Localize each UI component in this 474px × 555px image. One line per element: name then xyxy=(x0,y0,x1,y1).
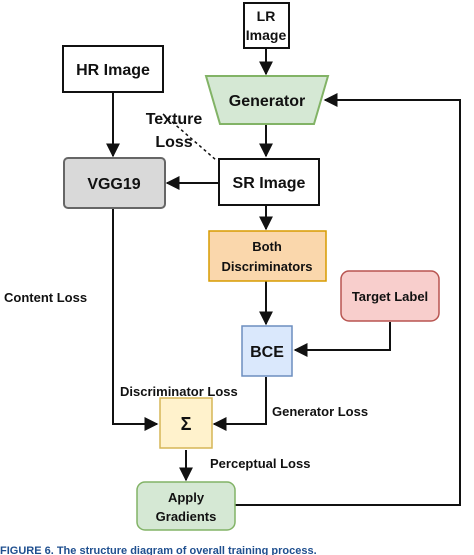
node-label: VGG19 xyxy=(87,176,140,193)
node-vgg19: VGG19 xyxy=(63,157,166,209)
edges xyxy=(106,48,461,506)
node-apply-gradients: Apply Gradients xyxy=(136,481,236,531)
node-label: Discriminators xyxy=(221,259,312,274)
sum-symbol: Σ xyxy=(181,414,192,434)
texture-loss-label: Texture xyxy=(146,111,203,128)
node-label: Target Label xyxy=(352,289,428,304)
content-loss-label: Content Loss xyxy=(4,290,87,305)
edge-target-to-bce xyxy=(293,322,391,357)
node-label: BCE xyxy=(250,344,284,361)
diagram-svg: LR Image HR Image Generator VGG19 SR Ima… xyxy=(4,2,461,531)
node-target-label: Target Label xyxy=(340,270,440,322)
node-label: SR Image xyxy=(233,175,306,192)
node-lr-image: LR Image xyxy=(243,2,290,49)
node-hr-image: HR Image xyxy=(62,45,164,93)
edge-labels: Texture Loss Content Loss Discriminator … xyxy=(4,111,368,471)
node-label: Both xyxy=(252,239,282,254)
node-label: LR xyxy=(257,8,276,24)
node-bce: BCE xyxy=(241,325,293,377)
edge-apply-to-generator xyxy=(235,93,461,506)
node-label: Image xyxy=(246,27,287,43)
figure-caption: FIGURE 6. The structure diagram of overa… xyxy=(0,545,317,555)
node-label: Generator xyxy=(229,93,305,110)
discriminator-loss-label: Discriminator Loss xyxy=(120,384,238,399)
texture-loss-label: Loss xyxy=(155,134,192,151)
node-label: Apply xyxy=(168,490,205,505)
node-label: HR Image xyxy=(76,62,150,79)
node-generator: Generator xyxy=(204,75,330,125)
edge-bce-to-sum xyxy=(212,377,267,431)
node-label: Gradients xyxy=(156,509,217,524)
node-both-discriminators: Both Discriminators xyxy=(208,230,327,282)
node-sr-image: SR Image xyxy=(218,158,320,206)
perceptual-loss-label: Perceptual Loss xyxy=(210,456,310,471)
generator-loss-label: Generator Loss xyxy=(272,404,368,419)
edge-vgg-to-sum xyxy=(112,209,159,431)
node-sum: Σ xyxy=(159,397,213,449)
